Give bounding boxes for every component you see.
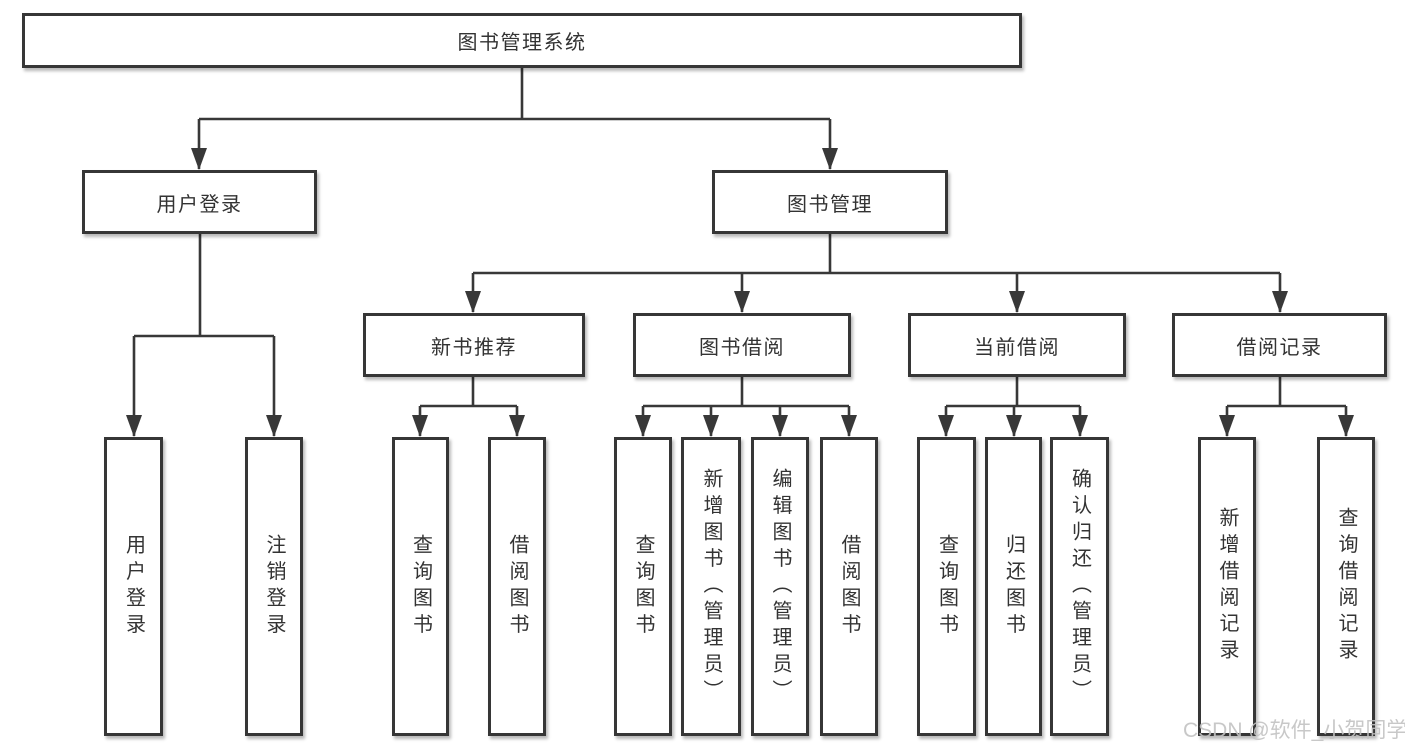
node-new-book-recommend-label: 新书推荐 — [431, 336, 517, 359]
node-borrow-records-label: 借阅记录 — [1236, 336, 1323, 359]
leaf-logout-label: 注销登录 — [263, 533, 285, 640]
node-new-book-recommend: 新书推荐 — [363, 313, 585, 377]
leaf-confirm-return-admin-label: 确认归还（管理员） — [1068, 467, 1091, 706]
node-user-login: 用户登录 — [82, 170, 317, 234]
node-book-management: 图书管理 — [712, 170, 948, 234]
leaf-query-borrow-record-label: 查询借阅记录 — [1335, 507, 1357, 666]
leaf-return-books-label: 归还图书 — [1002, 533, 1025, 640]
leaf-borrow-books-recommend-label: 借阅图书 — [506, 533, 528, 640]
connector-new-book-branch — [412, 377, 525, 437]
leaf-edit-book-admin-label: 编辑图书（管理员） — [769, 467, 791, 706]
connector-root-to-level2 — [191, 67, 838, 170]
node-system: 图书管理系统 — [22, 13, 1022, 68]
leaf-query-borrow-record: 查询借阅记录 — [1317, 437, 1375, 736]
node-borrow-records: 借阅记录 — [1172, 313, 1387, 377]
leaf-edit-book-admin: 编辑图书（管理员） — [751, 437, 809, 736]
leaf-query-books-current-label: 查询图书 — [935, 533, 958, 640]
leaf-user-login-label: 用户登录 — [122, 533, 145, 640]
node-system-label: 图书管理系统 — [457, 32, 587, 54]
leaf-query-books-recommend-label: 查询图书 — [409, 533, 432, 640]
connector-book-borrow-branch — [635, 377, 857, 437]
leaf-add-book-admin: 新增图书（管理员） — [681, 437, 741, 736]
leaf-add-book-admin-label: 新增图书（管理员） — [700, 467, 722, 706]
leaf-query-books-borrow-label: 查询图书 — [632, 533, 654, 640]
connector-borrow-records-branch — [1219, 377, 1354, 437]
leaf-borrow-books-recommend: 借阅图书 — [488, 437, 546, 736]
node-book-management-label: 图书管理 — [787, 193, 873, 216]
leaf-borrow-books-borrow: 借阅图书 — [820, 437, 878, 736]
watermark: CSDN @软件_小贺同学 — [1183, 719, 1405, 742]
leaf-add-borrow-record-label: 新增借阅记录 — [1216, 507, 1238, 666]
leaf-borrow-books-borrow-label: 借阅图书 — [838, 533, 860, 640]
node-current-borrow: 当前借阅 — [908, 313, 1126, 377]
connector-current-borrow-branch — [938, 377, 1088, 437]
leaf-add-borrow-record: 新增借阅记录 — [1198, 437, 1256, 736]
leaf-query-books-current: 查询图书 — [917, 437, 976, 736]
leaf-query-books-borrow: 查询图书 — [614, 437, 672, 736]
node-user-login-label: 用户登录 — [156, 193, 243, 216]
node-book-borrow: 图书借阅 — [633, 313, 851, 377]
leaf-logout: 注销登录 — [245, 437, 303, 736]
leaf-confirm-return-admin: 确认归还（管理员） — [1050, 437, 1109, 736]
leaf-query-books-recommend: 查询图书 — [392, 437, 449, 736]
connector-user-login-branch — [126, 234, 282, 437]
leaf-user-login: 用户登录 — [104, 437, 163, 736]
node-current-borrow-label: 当前借阅 — [974, 336, 1060, 359]
leaf-return-books: 归还图书 — [985, 437, 1042, 736]
node-book-borrow-label: 图书借阅 — [699, 336, 785, 359]
connector-book-management-branch — [465, 234, 1288, 313]
